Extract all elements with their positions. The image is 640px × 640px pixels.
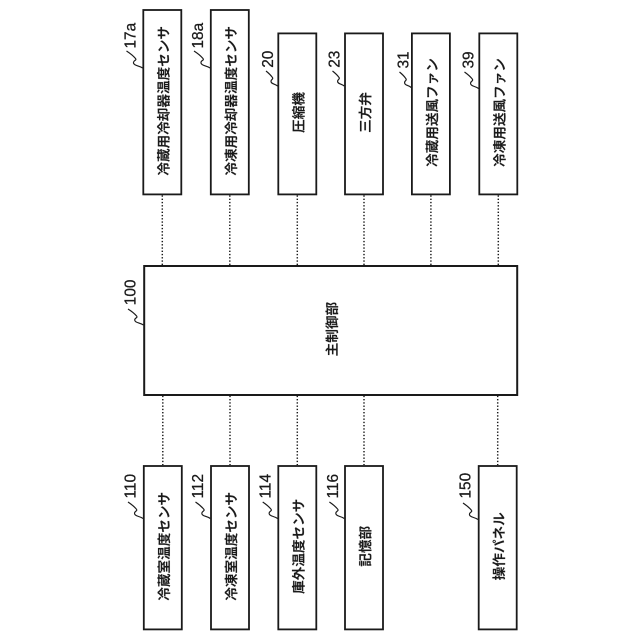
svg-text:112: 112 [190, 474, 207, 499]
svg-text:31: 31 [396, 51, 413, 68]
svg-text:110: 110 [122, 474, 139, 499]
svg-text:17a: 17a [123, 22, 140, 48]
svg-text:150: 150 [458, 473, 475, 499]
svg-text:20: 20 [260, 51, 277, 68]
svg-text:18a: 18a [190, 22, 207, 48]
svg-text:116: 116 [325, 474, 342, 499]
svg-text:114: 114 [257, 474, 274, 499]
svg-text:23: 23 [326, 51, 343, 68]
svg-text:39: 39 [460, 51, 477, 68]
svg-text:100: 100 [122, 280, 139, 306]
